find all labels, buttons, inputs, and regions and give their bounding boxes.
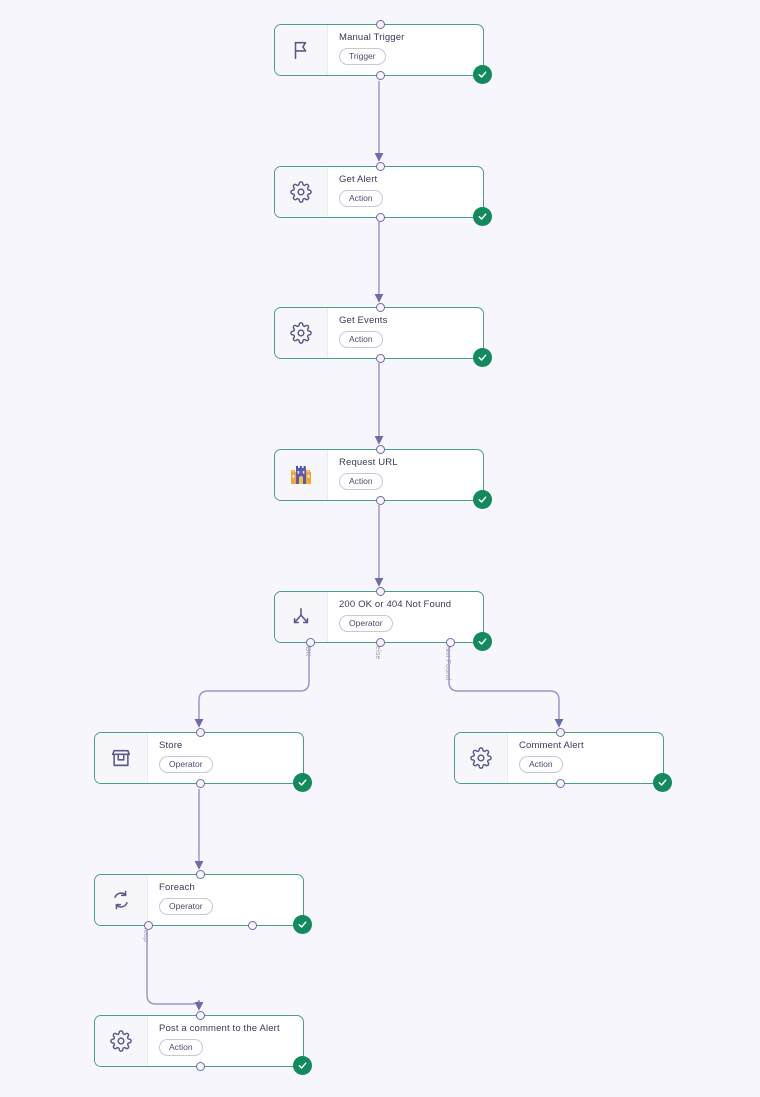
node-title: Manual Trigger xyxy=(339,32,405,43)
port-output[interactable] xyxy=(375,213,385,222)
node-tag: Operator xyxy=(159,756,213,773)
port-input[interactable] xyxy=(375,20,385,29)
node-body: Request URL Action xyxy=(328,450,483,500)
loop-icon xyxy=(95,875,148,925)
node-body: Get Alert Action xyxy=(328,167,483,217)
node-tag: Action xyxy=(339,473,383,490)
node-body: Post a comment to the Alert Action xyxy=(148,1016,303,1066)
node-body: Store Operator xyxy=(148,733,303,783)
edge-label-ok: OK xyxy=(304,646,311,657)
port-input[interactable] xyxy=(195,870,205,879)
port-input[interactable] xyxy=(555,728,565,737)
flag-icon xyxy=(275,25,328,75)
port-input[interactable] xyxy=(195,728,205,737)
port-output-loop[interactable] xyxy=(143,921,153,930)
node-get-alert[interactable]: Get Alert Action xyxy=(274,162,492,226)
status-badge-success xyxy=(293,773,312,792)
status-badge-success xyxy=(653,773,672,792)
node-manual-trigger[interactable]: Manual Trigger Trigger xyxy=(274,20,492,84)
node-comment-alert[interactable]: Comment Alert Action xyxy=(454,728,672,792)
status-badge-success xyxy=(473,490,492,509)
castle-icon xyxy=(275,450,328,500)
port-input[interactable] xyxy=(375,587,385,596)
node-body: Get Events Action xyxy=(328,308,483,358)
port-output-else[interactable] xyxy=(375,638,385,647)
node-tag: Action xyxy=(339,190,383,207)
node-status-branch[interactable]: 200 OK or 404 Not Found Operator xyxy=(274,587,492,651)
node-body: Manual Trigger Trigger xyxy=(328,25,483,75)
edge-status-branch-ok-to-store xyxy=(194,647,310,728)
node-title: Request URL xyxy=(339,457,398,468)
node-tag: Operator xyxy=(159,898,213,915)
port-input[interactable] xyxy=(195,1011,205,1020)
status-badge-success xyxy=(473,207,492,226)
node-tag: Action xyxy=(159,1039,203,1056)
status-badge-success xyxy=(473,632,492,651)
status-badge-success xyxy=(293,1056,312,1075)
edge-label-not-found: Not Found xyxy=(444,646,451,681)
node-body: Comment Alert Action xyxy=(508,733,663,783)
port-output[interactable] xyxy=(195,1062,205,1071)
port-output-ok[interactable] xyxy=(305,638,315,647)
edge-status-branch-not-found-to-comment-alert xyxy=(448,647,564,728)
node-tag: Action xyxy=(339,331,383,348)
port-output-done[interactable] xyxy=(247,921,257,930)
port-output[interactable] xyxy=(195,779,205,788)
port-output[interactable] xyxy=(375,71,385,80)
node-tag: Operator xyxy=(339,615,393,632)
storefront-icon xyxy=(95,733,148,783)
port-output[interactable] xyxy=(375,354,385,363)
branch-icon xyxy=(275,592,328,642)
edge-label-loop: loop xyxy=(142,928,149,943)
status-badge-success xyxy=(473,348,492,367)
node-title: Foreach xyxy=(159,882,195,893)
node-title: Store xyxy=(159,740,183,751)
node-get-events[interactable]: Get Events Action xyxy=(274,303,492,367)
gear-icon xyxy=(275,308,328,358)
port-input[interactable] xyxy=(375,162,385,171)
node-request-url[interactable]: Request URL Action xyxy=(274,445,492,509)
edge-label-else: else xyxy=(374,646,381,660)
node-title: Get Alert xyxy=(339,174,378,185)
port-output[interactable] xyxy=(555,779,565,788)
node-foreach[interactable]: Foreach Operator xyxy=(94,870,312,934)
port-input[interactable] xyxy=(375,303,385,312)
node-body: 200 OK or 404 Not Found Operator xyxy=(328,592,483,642)
node-title: Get Events xyxy=(339,315,388,326)
edge-foreach-loop-to-post-comment xyxy=(146,930,204,1011)
node-store[interactable]: Store Operator xyxy=(94,728,312,792)
port-output-not-found[interactable] xyxy=(445,638,455,647)
status-badge-success xyxy=(293,915,312,934)
node-tag: Action xyxy=(519,756,563,773)
node-tag: Trigger xyxy=(339,48,386,65)
port-input[interactable] xyxy=(375,445,385,454)
node-title: Post a comment to the Alert xyxy=(159,1023,280,1034)
port-output[interactable] xyxy=(375,496,385,505)
node-title: 200 OK or 404 Not Found xyxy=(339,599,452,610)
gear-icon xyxy=(455,733,508,783)
node-body: Foreach Operator xyxy=(148,875,303,925)
gear-icon xyxy=(275,167,328,217)
node-post-comment[interactable]: Post a comment to the Alert Action xyxy=(94,1011,312,1075)
node-title: Comment Alert xyxy=(519,740,584,751)
gear-icon xyxy=(95,1016,148,1066)
status-badge-success xyxy=(473,65,492,84)
